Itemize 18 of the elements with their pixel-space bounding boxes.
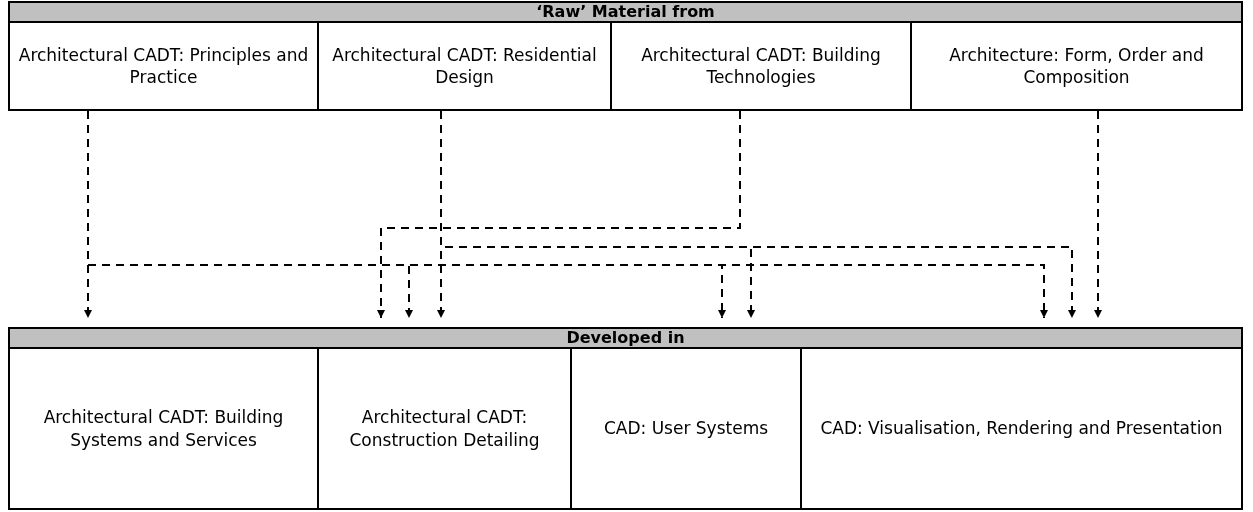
course-box xyxy=(8,21,319,111)
course-title: Architectural CADT: Building Technologies xyxy=(640,43,882,89)
course-title: CAD: User Systems xyxy=(603,417,769,440)
course-title: CAD: Visualisation, Rendering and Presentation xyxy=(820,417,1223,440)
dashed-arrow xyxy=(377,110,741,319)
course-box xyxy=(800,347,1243,510)
header-band xyxy=(8,327,1243,349)
course-box xyxy=(8,347,319,510)
header-text: Developed in xyxy=(566,327,685,349)
header-text: ‘Raw’ Material from xyxy=(536,1,715,23)
course-title: Architectural CADT: Residential Design xyxy=(331,43,598,89)
course-box xyxy=(910,21,1243,111)
course-title: Architectural CADT: Construction Detailing xyxy=(348,406,541,451)
course-title: Architectural CADT: Building Systems and Services xyxy=(42,406,285,451)
course-title: Architecture: Form, Order and Composition xyxy=(948,43,1205,89)
header-band xyxy=(8,1,1243,23)
course-title: Architectural CADT: Principles and Practice xyxy=(18,43,309,89)
dashed-arrow xyxy=(1094,110,1102,319)
